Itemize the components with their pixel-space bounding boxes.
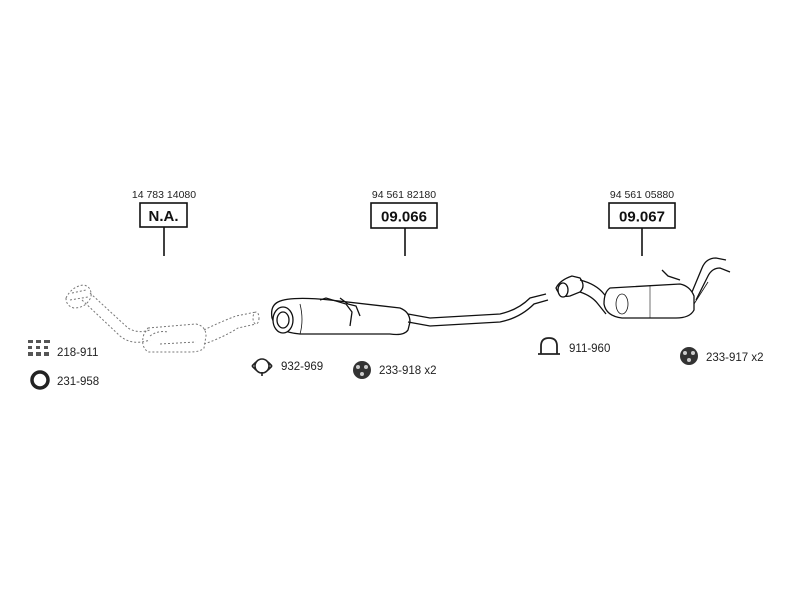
assembly-code: 09.066 (381, 209, 427, 226)
assembly-callout-09-067[interactable]: 94 561 05880 09.067 (608, 189, 676, 256)
ref-number: 14 783 14080 (132, 189, 196, 201)
ref-number: 94 561 82180 (372, 189, 436, 201)
code-box (370, 202, 438, 229)
assembly-callout-09-066[interactable]: 94 561 82180 09.066 (370, 189, 438, 256)
part-label: 911-960 (569, 343, 610, 355)
ref-number: 94 561 05880 (610, 189, 674, 201)
front-downpipe-part[interactable] (65, 284, 260, 353)
clamp-kit-icon (28, 340, 50, 356)
assembly-callout-na[interactable]: 14 783 14080 N.A. (132, 189, 196, 256)
exhaust-clamp-icon (251, 358, 273, 376)
part-label: 932-969 (281, 361, 323, 373)
part-label: 218-911 (57, 347, 98, 359)
assembly-code: N.A. (149, 208, 179, 225)
rubber-mount-icon (680, 347, 698, 365)
gasket-ring-icon (30, 370, 50, 390)
assembly-code: 09.067 (619, 209, 665, 226)
middle-silencer-part[interactable] (270, 293, 549, 336)
rubber-mount-icon (353, 361, 371, 379)
part-233-918[interactable]: 233-918 x2 (353, 361, 437, 379)
part-233-917[interactable]: 233-917 x2 (680, 347, 764, 365)
part-label: 233-917 x2 (706, 352, 764, 364)
part-label: 231-958 (57, 376, 99, 388)
part-label: 233-918 x2 (379, 365, 437, 377)
code-box (608, 202, 676, 229)
part-218-911[interactable]: 218-911 (28, 340, 98, 359)
u-bolt-clamp-icon (538, 337, 560, 355)
part-911-960[interactable]: 911-960 (538, 337, 610, 355)
rear-silencer-part[interactable] (555, 257, 731, 319)
part-932-969[interactable]: 932-969 (251, 358, 323, 376)
part-231-958[interactable]: 231-958 (30, 370, 99, 390)
